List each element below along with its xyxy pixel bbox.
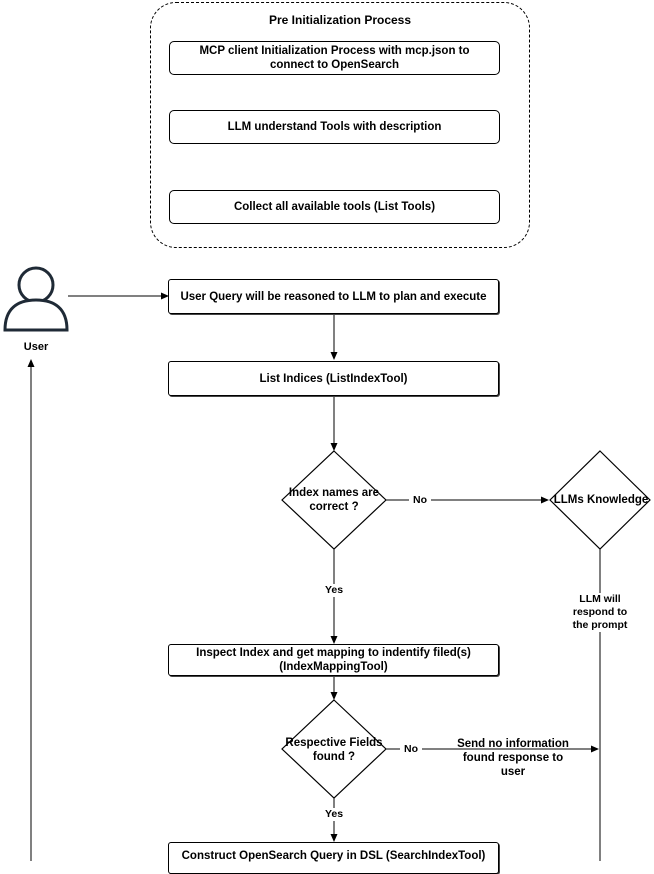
edge-label-send-no-info: Send no information found response to us… [457, 738, 569, 778]
edge-label-no-2: No [400, 743, 422, 756]
step-collect-tools: Collect all available tools (List Tools) [169, 190, 500, 224]
box-inspect-index: Inspect Index and get mapping to indenti… [168, 644, 499, 676]
user-icon [3, 266, 69, 332]
decision-llms-knowledge-text: LLMs Knowledge [553, 494, 649, 506]
decision-index-names-text: Index names are correct ? [288, 487, 380, 513]
step-mcp-client-init: MCP client Initialization Process with m… [169, 41, 500, 75]
pre-initialization-group: Pre Initialization Process [150, 2, 530, 248]
edge-label-yes-2: Yes [321, 808, 347, 821]
user-label: User [16, 341, 56, 354]
decision-fields-found-text: Respective Fields found ? [285, 737, 383, 763]
edge-label-llm-respond: LLM will respond to the prompt [570, 593, 630, 632]
step-llm-understand-tools: LLM understand Tools with description [169, 110, 500, 144]
box-list-indices: List Indices (ListIndexTool) [168, 361, 499, 396]
box-user-query: User Query will be reasoned to LLM to pl… [168, 279, 499, 314]
edge-label-no-1: No [409, 494, 431, 507]
group-title: Pre Initialization Process [268, 13, 412, 27]
box-construct-query: Construct OpenSearch Query in DSL (Searc… [168, 842, 499, 874]
edge-label-yes-1: Yes [321, 584, 347, 597]
